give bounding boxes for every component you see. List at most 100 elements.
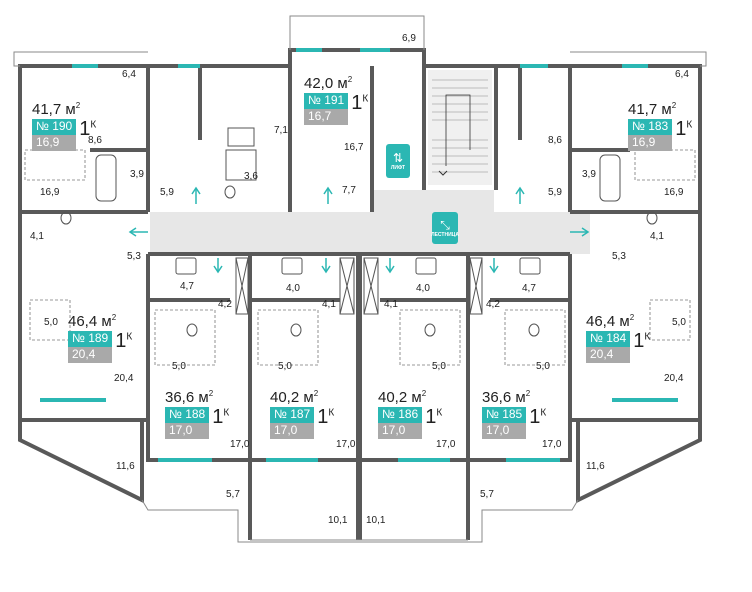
room-area-label: 7,7 xyxy=(342,185,356,196)
apartment-number: № 184 xyxy=(586,331,631,347)
apartment-rooms: 1К xyxy=(529,406,547,428)
room-area-label: 5,0 xyxy=(536,361,550,372)
room-area-label: 5,0 xyxy=(172,361,186,372)
room-area-label: 4,1 xyxy=(30,231,44,242)
room-area-label: 6,9 xyxy=(402,33,416,44)
room-area-label: 4,2 xyxy=(486,299,500,310)
stairwell xyxy=(428,70,492,185)
corridor xyxy=(150,212,590,254)
stairs-label: ЛЕСТНИЦА xyxy=(431,231,459,238)
room-area-label: 5,9 xyxy=(548,187,562,198)
apartment-rooms: 1К xyxy=(115,330,133,352)
room-area-label: 4,2 xyxy=(218,299,232,310)
stairs-icon: ⤡ xyxy=(440,217,450,232)
apartment-number: № 191 xyxy=(304,93,349,109)
room-area-label: 5,9 xyxy=(160,187,174,198)
room-area-label: 5,0 xyxy=(432,361,446,372)
room-area-label: 17,0 xyxy=(230,439,250,450)
room-area-label: 16,7 xyxy=(344,142,364,153)
room-area-label: 4,1 xyxy=(650,231,664,242)
outline xyxy=(13,15,707,543)
apartment-number: № 190 xyxy=(32,119,77,135)
apartment-number: № 188 xyxy=(165,407,210,423)
room-area-label: 17,0 xyxy=(336,439,356,450)
apartment-living-area: 17,0 xyxy=(270,422,315,439)
apartment-living-area: 17,0 xyxy=(378,422,423,439)
room-area-label: 16,9 xyxy=(664,187,684,198)
bathroom-fixtures xyxy=(60,127,658,337)
room-area-label: 10,1 xyxy=(328,515,348,526)
lift-badge: ⇅ ЛИФТ xyxy=(386,144,410,178)
room-area-label: 20,4 xyxy=(114,373,134,384)
vent-shafts xyxy=(235,257,483,315)
windows xyxy=(40,48,678,462)
apartment-area: 40,2 м2 xyxy=(378,389,427,406)
apartment-rooms: 1К xyxy=(351,92,369,114)
apartment-area: 36,6 м2 xyxy=(482,389,531,406)
kitchen-zones xyxy=(24,149,696,366)
apartment-rooms: 1К xyxy=(425,406,443,428)
apartment-number: № 187 xyxy=(270,407,315,423)
apartment-area: 36,6 м2 xyxy=(165,389,214,406)
apartment-living-area: 20,4 xyxy=(68,346,113,363)
apartment-area: 40,2 м2 xyxy=(270,389,319,406)
room-area-label: 17,0 xyxy=(436,439,456,450)
apartment-rooms: 1К xyxy=(79,118,97,140)
evacuation-arrows xyxy=(128,186,590,274)
apartment-number: № 183 xyxy=(628,119,673,135)
apartment-number: № 186 xyxy=(378,407,423,423)
lift-hall xyxy=(372,190,424,214)
room-area-label: 5,0 xyxy=(278,361,292,372)
room-area-label: 8,6 xyxy=(88,135,102,146)
apartment-number: № 189 xyxy=(68,331,113,347)
apartment-rooms: 1К xyxy=(675,118,693,140)
room-area-label: 4,1 xyxy=(322,299,336,310)
room-area-label: 17,0 xyxy=(542,439,562,450)
room-area-label: 3,9 xyxy=(582,169,596,180)
room-area-label: 11,6 xyxy=(586,461,605,472)
room-area-label: 5,0 xyxy=(672,317,686,328)
apartment-number: № 185 xyxy=(482,407,527,423)
room-area-label: 6,4 xyxy=(122,69,136,80)
room-area-label: 16,9 xyxy=(40,187,60,198)
room-area-label: 5,7 xyxy=(226,489,240,500)
room-area-label: 8,6 xyxy=(548,135,562,146)
room-area-label: 4,7 xyxy=(522,283,536,294)
apartment-area: 41,7 м2 xyxy=(32,101,81,118)
room-area-label: 5,3 xyxy=(612,251,626,262)
stair-hall xyxy=(424,190,494,214)
apartment-rooms: 1К xyxy=(212,406,230,428)
stairs-badge: ⤡ ЛЕСТНИЦА xyxy=(431,212,459,244)
room-area-label: 3,6 xyxy=(244,171,258,182)
room-area-label: 7,1 xyxy=(274,125,288,136)
apartment-living-area: 16,9 xyxy=(628,134,673,151)
apartment-living-area: 17,0 xyxy=(482,422,527,439)
walls xyxy=(18,48,702,540)
lift-label: ЛИФТ xyxy=(390,164,406,171)
room-area-label: 20,4 xyxy=(664,373,684,384)
apartment-living-area: 16,9 xyxy=(32,134,77,151)
room-area-label: 5,7 xyxy=(480,489,494,500)
room-area-label: 4,0 xyxy=(286,283,300,294)
apartment-area: 42,0 м2 xyxy=(304,75,353,92)
room-area-label: 10,1 xyxy=(366,515,386,526)
room-area-label: 3,9 xyxy=(130,169,144,180)
room-area-label: 6,4 xyxy=(675,69,689,80)
apartment-rooms: 1К xyxy=(633,330,651,352)
apartment-area: 41,7 м2 xyxy=(628,101,677,118)
lift-people-icon: ⇅ xyxy=(392,150,404,165)
apartment-living-area: 20,4 xyxy=(586,346,631,363)
apartment-rooms: 1К xyxy=(317,406,335,428)
room-area-label: 4,7 xyxy=(180,281,194,292)
apartment-living-area: 16,7 xyxy=(304,108,349,125)
